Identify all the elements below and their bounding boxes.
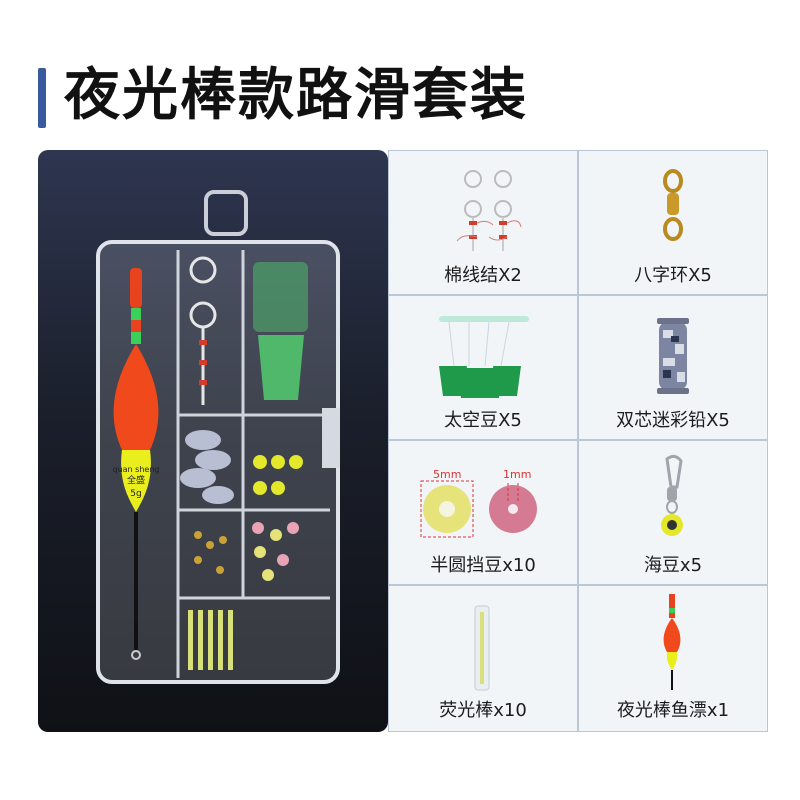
dim-label-1mm: 1mm xyxy=(503,468,532,481)
glow-stick-icon xyxy=(474,605,490,691)
item-glow-stick: 荧光棒x10 xyxy=(389,586,577,731)
float-brand-cn-text: 全盛 xyxy=(127,474,145,486)
float-icon xyxy=(663,594,681,690)
item-label: 太空豆X5 xyxy=(444,410,522,431)
stopper-bead-icon xyxy=(420,480,537,538)
item-label: 双芯迷彩铅X5 xyxy=(616,410,730,431)
cotton-knot-icon xyxy=(456,170,522,251)
float-brand-text: quan sheng xyxy=(113,465,160,474)
title-accent-bar xyxy=(38,68,46,128)
item-sea-bead: 海豆x5 xyxy=(579,441,767,584)
item-label: 海豆x5 xyxy=(643,555,703,576)
item-label: 半圆挡豆x10 xyxy=(430,555,536,576)
camo-weight-icon xyxy=(657,318,689,394)
swivel-icon xyxy=(663,169,683,241)
page-title: 夜光棒款路滑套装 xyxy=(64,63,528,128)
sea-bead-icon xyxy=(661,454,683,536)
item-camo-weight: 双芯迷彩铅X5 xyxy=(579,296,767,439)
item-space-bean: 太空豆X5 xyxy=(389,296,577,439)
item-cotton-knot: 棉线结X2 xyxy=(389,151,577,294)
item-label: 荧光棒x10 xyxy=(439,700,527,721)
item-label: 棉线结X2 xyxy=(444,265,522,286)
items-grid: 棉线结X2 八字环X5 太空豆X5 xyxy=(388,150,768,732)
dim-label-5mm: 5mm xyxy=(433,468,462,481)
tackle-box-image: quan sheng 全盛 5g xyxy=(96,190,340,684)
item-swivel: 八字环X5 xyxy=(579,151,767,294)
item-label: 夜光棒鱼漂x1 xyxy=(616,700,730,721)
product-photo: quan sheng 全盛 5g xyxy=(38,150,388,732)
item-stopper-bead: 5mm 1mm 半圆挡豆x10 xyxy=(389,441,577,584)
space-bean-icon xyxy=(439,316,529,398)
item-label: 八字环X5 xyxy=(634,265,712,286)
item-float: 夜光棒鱼漂x1 xyxy=(579,586,767,731)
float-weight-text: 5g xyxy=(130,489,141,499)
